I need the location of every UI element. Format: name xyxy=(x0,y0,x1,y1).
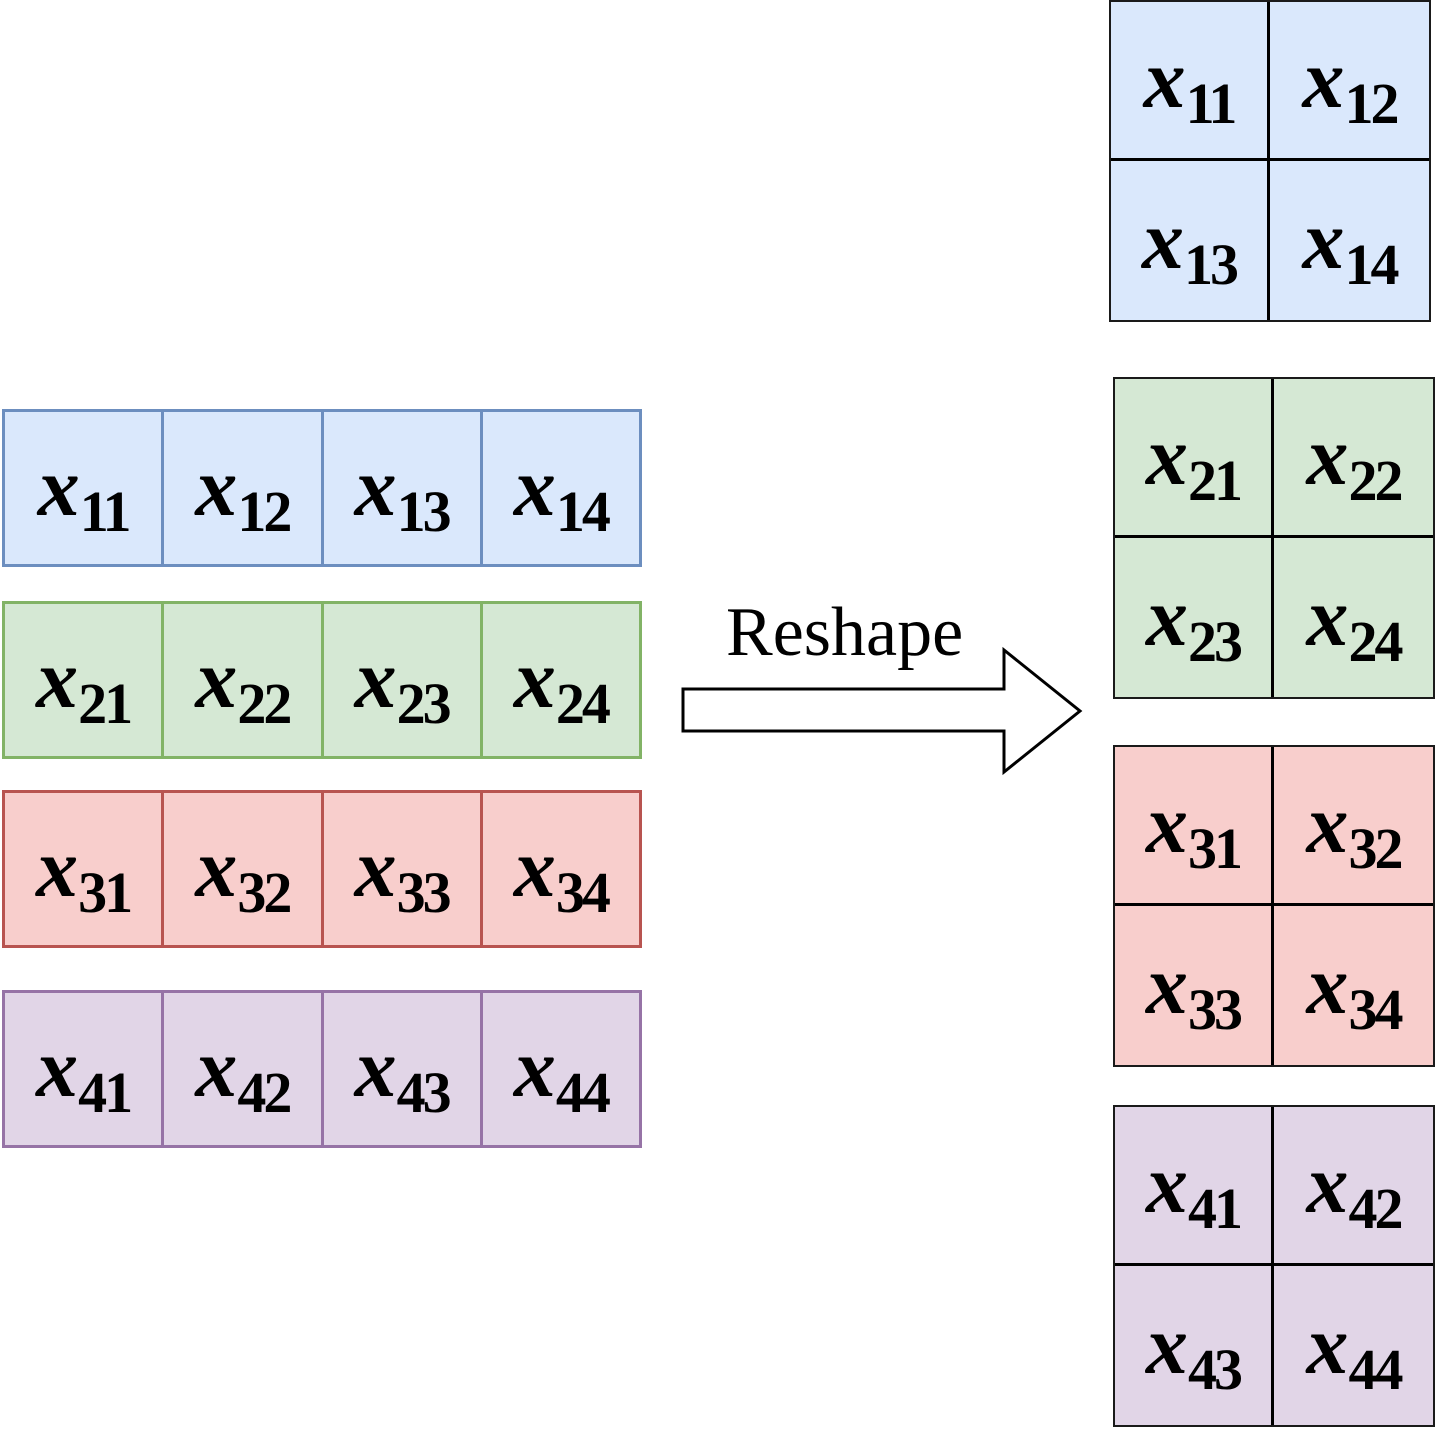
row-cell: x44 xyxy=(483,993,639,1145)
matrix-element: x13 xyxy=(1142,193,1239,297)
output-block-1: x11 x12 x13 x14 xyxy=(1109,0,1431,322)
block-cell: x44 xyxy=(1274,1266,1433,1425)
matrix-element: x42 xyxy=(1306,1138,1404,1241)
block-cell: x14 xyxy=(1270,161,1429,320)
reshape-label: Reshape xyxy=(726,594,964,671)
matrix-element: x43 xyxy=(354,1022,452,1125)
block-cell: x43 xyxy=(1115,1266,1274,1425)
matrix-element: x32 xyxy=(195,822,292,925)
row-cell: x34 xyxy=(483,793,639,945)
input-row-1: x11 x12 x13 x14 xyxy=(2,409,642,567)
block-cell: x33 xyxy=(1115,906,1274,1065)
input-row-3: x31 x32 x33 x34 xyxy=(2,790,642,948)
matrix-element: x23 xyxy=(354,633,452,736)
row-cell: x31 xyxy=(5,793,165,945)
row-cell: x11 xyxy=(5,412,165,564)
row-cell: x22 xyxy=(164,604,324,756)
matrix-element: x41 xyxy=(36,1022,133,1125)
matrix-element: x32 xyxy=(1306,778,1404,881)
matrix-element: x33 xyxy=(1146,938,1243,1042)
matrix-element: x43 xyxy=(1146,1298,1243,1402)
matrix-element: x12 xyxy=(195,441,292,544)
matrix-element: x42 xyxy=(195,1022,292,1125)
block-cell: x32 xyxy=(1274,747,1433,906)
row-cell: x42 xyxy=(164,993,324,1145)
matrix-element: x33 xyxy=(354,822,452,925)
row-cell: x12 xyxy=(164,412,324,564)
block-cell: x34 xyxy=(1274,906,1433,1065)
block-cell: x12 xyxy=(1270,2,1429,161)
reshape-arrow-icon xyxy=(681,646,1083,776)
matrix-element: x31 xyxy=(36,822,133,925)
row-cell: x43 xyxy=(324,993,483,1145)
matrix-element: x14 xyxy=(513,441,611,544)
matrix-element: x22 xyxy=(1306,410,1404,513)
matrix-element: x44 xyxy=(513,1022,611,1125)
output-block-3: x31 x32 x33 x34 xyxy=(1113,745,1435,1067)
matrix-element: x12 xyxy=(1302,33,1400,136)
row-cell: x24 xyxy=(483,604,639,756)
block-cell: x11 xyxy=(1111,2,1270,161)
matrix-element: x22 xyxy=(195,633,292,736)
matrix-element: x21 xyxy=(1146,410,1243,513)
matrix-element: x21 xyxy=(36,633,133,736)
block-cell: x41 xyxy=(1115,1107,1274,1266)
row-cell: x14 xyxy=(483,412,639,564)
row-cell: x21 xyxy=(5,604,165,756)
block-cell: x23 xyxy=(1115,538,1274,697)
row-cell: x32 xyxy=(164,793,324,945)
matrix-element: x41 xyxy=(1146,1138,1243,1241)
matrix-element: x23 xyxy=(1146,570,1243,674)
matrix-element: x44 xyxy=(1306,1298,1404,1402)
input-row-4: x41 x42 x43 x44 xyxy=(2,990,642,1148)
matrix-element: x24 xyxy=(1306,570,1404,674)
row-cell: x33 xyxy=(324,793,483,945)
block-cell: x31 xyxy=(1115,747,1274,906)
row-cell: x23 xyxy=(324,604,483,756)
output-block-2: x21 x22 x23 x24 xyxy=(1113,377,1435,699)
block-cell: x42 xyxy=(1274,1107,1433,1266)
matrix-element: x14 xyxy=(1302,193,1400,297)
matrix-element: x34 xyxy=(1306,938,1404,1042)
matrix-element: x11 xyxy=(1143,33,1238,136)
block-cell: x13 xyxy=(1111,161,1270,320)
input-row-2: x21 x22 x23 x24 xyxy=(2,601,642,759)
block-cell: x24 xyxy=(1274,538,1433,697)
block-cell: x21 xyxy=(1115,379,1274,538)
matrix-element: x34 xyxy=(513,822,611,925)
output-block-4: x41 x42 x43 x44 xyxy=(1113,1105,1435,1427)
matrix-element: x13 xyxy=(354,441,452,544)
matrix-element: x31 xyxy=(1146,778,1243,881)
row-cell: x13 xyxy=(324,412,483,564)
row-cell: x41 xyxy=(5,993,165,1145)
matrix-element: x24 xyxy=(513,633,611,736)
matrix-element: x11 xyxy=(37,441,132,544)
block-cell: x22 xyxy=(1274,379,1433,538)
